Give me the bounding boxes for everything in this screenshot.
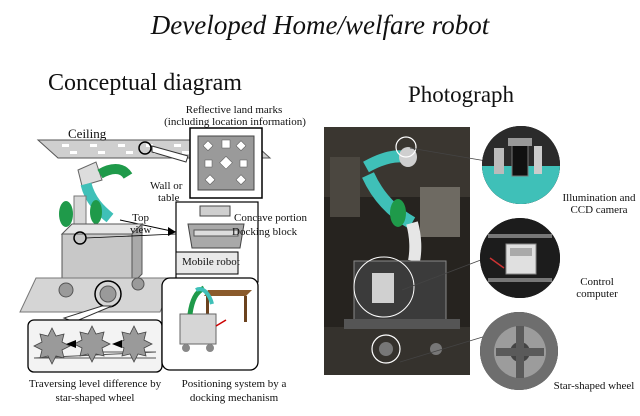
conceptual-diagram-heading: Conceptual diagram bbox=[48, 70, 242, 96]
top-view-label-2: view bbox=[130, 224, 152, 236]
landmark-circle bbox=[138, 141, 152, 155]
control-callout-1: Control bbox=[580, 276, 614, 288]
page-title: Developed Home/welfare robot bbox=[150, 10, 490, 40]
callout-lines bbox=[400, 147, 493, 363]
mini-robot-body bbox=[179, 313, 217, 345]
traverse-caption-1: Traversing level difference by bbox=[28, 378, 162, 390]
concave-portion bbox=[199, 205, 231, 217]
robot-body-front bbox=[61, 233, 133, 285]
landmark-arrow bbox=[151, 145, 189, 163]
star-wheel-thumbnail bbox=[480, 312, 558, 390]
wall-label-1: Wall or bbox=[150, 180, 183, 192]
camera-callout-2: CCD camera bbox=[570, 204, 628, 216]
wheel-callout: Star-shaped wheel bbox=[553, 380, 635, 392]
landmarks-label-2: (including location information) bbox=[164, 116, 306, 128]
star-wheels bbox=[33, 325, 153, 365]
top-view-label-1: Top bbox=[132, 212, 149, 224]
camera-thumbnail bbox=[482, 126, 560, 204]
ceiling-label: Ceiling bbox=[68, 126, 107, 141]
robot-body-side bbox=[131, 222, 143, 286]
arm-joint-left bbox=[59, 201, 73, 227]
robot-photograph bbox=[324, 127, 470, 375]
landmarks-label-1: Reflective land marks bbox=[185, 104, 283, 116]
mobile-robot-box bbox=[175, 251, 239, 275]
table-top bbox=[204, 290, 252, 296]
positioning-caption-1: Positioning system by a bbox=[181, 378, 287, 390]
mobile-robot-label: Mobile robot bbox=[182, 256, 240, 268]
mini-robot-wheels bbox=[182, 344, 214, 352]
body-wheels bbox=[58, 277, 145, 303]
arm-base-joint bbox=[77, 161, 103, 187]
wall-label-2: table bbox=[158, 192, 180, 204]
camera-callout-1: Illumination and bbox=[562, 192, 636, 204]
control-computer-thumbnail bbox=[480, 218, 560, 298]
arm-column bbox=[73, 195, 87, 227]
control-callout-2: computer bbox=[576, 288, 618, 300]
docking-block-label: Docking block bbox=[232, 226, 298, 238]
arm-joint-right bbox=[90, 200, 102, 224]
landmark-marks bbox=[202, 139, 248, 186]
traverse-caption-2: star-shaped wheel bbox=[55, 392, 135, 404]
concave-portion-label: Concave portion bbox=[234, 212, 308, 224]
arm-link-green bbox=[97, 164, 133, 180]
conceptual-diagram bbox=[19, 127, 272, 373]
positioning-caption-2: docking mechanism bbox=[189, 392, 279, 404]
top-view-arrow bbox=[119, 219, 177, 233]
photograph-heading: Photograph bbox=[408, 82, 515, 107]
